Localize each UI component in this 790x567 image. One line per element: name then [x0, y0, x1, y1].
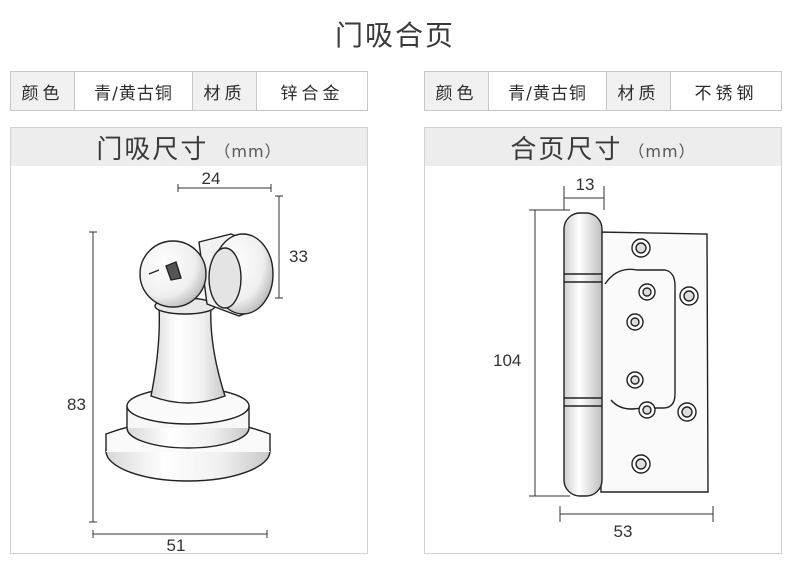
- door-stop-drawing: 24 33 83 51: [67, 169, 308, 553]
- dim-hinge-width: 53: [614, 522, 633, 541]
- spec-material-value: 不锈钢: [694, 83, 758, 104]
- door-stop-illustration: [105, 233, 274, 482]
- hinge-dimension-lines: [529, 186, 714, 522]
- page-title: 门吸合页: [334, 19, 455, 52]
- door-stop-heading: 门吸尺寸: [96, 134, 209, 165]
- dim-knuckle-width: 13: [576, 175, 595, 194]
- door-stop-unit: （mm）: [214, 142, 282, 161]
- hinge-unit: （mm）: [628, 142, 696, 161]
- spec-color-value: 青/黄古铜: [489, 72, 607, 110]
- hinge-spec-table: 颜色 青/黄古铜 材质 不锈钢: [424, 71, 782, 111]
- door-stop-panel-header: 门吸尺寸 （mm）: [11, 128, 367, 166]
- spec-material-key: 材质: [607, 72, 671, 110]
- spec-material-value: 锌合金: [280, 83, 344, 104]
- dim-hinge-height: 104: [493, 351, 521, 370]
- spec-color-value: 青/黄古铜: [75, 72, 193, 110]
- spec-color-key: 颜色: [425, 72, 489, 110]
- spec-color-key: 颜色: [11, 72, 75, 110]
- door-stop-dimension-lines: [89, 184, 283, 538]
- dim-top-width: 24: [202, 169, 221, 188]
- door-stop-panel: 门吸尺寸 （mm）: [10, 127, 368, 554]
- hinge-heading: 合页尺寸: [510, 134, 623, 165]
- hinge-illustration: [563, 212, 709, 497]
- hinge-panel-header: 合页尺寸 （mm）: [425, 128, 781, 166]
- door-stop-spec-table: 颜色 青/黄古铜 材质 锌合金: [10, 71, 368, 111]
- hinge-panel: 合页尺寸 （mm）: [424, 127, 782, 554]
- hinge-drawing: 13 104 53: [493, 175, 714, 541]
- dim-total-height: 83: [67, 395, 86, 414]
- spec-material-key: 材质: [193, 72, 257, 110]
- dim-head-height: 33: [289, 247, 308, 266]
- dim-base-width: 51: [167, 536, 186, 553]
